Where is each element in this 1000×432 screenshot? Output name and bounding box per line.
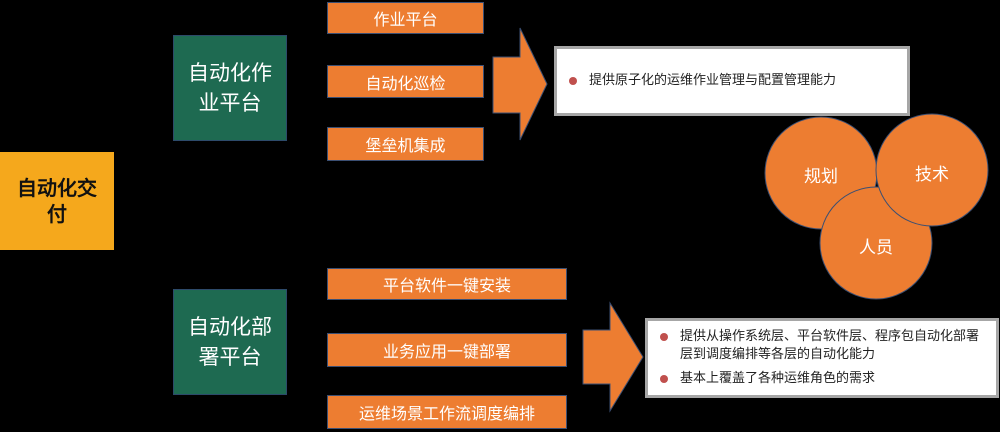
- node-automation-job-platform: 自动化作业平台: [173, 35, 287, 141]
- item-bastion-integration: 堡垒机集成: [327, 127, 484, 161]
- item-auto-inspection: 自动化巡检: [327, 65, 484, 98]
- circle-technology: [875, 113, 989, 227]
- bullet-dot-icon: [569, 77, 577, 85]
- bullet-dot-icon: [660, 333, 668, 341]
- description-bullet: 基本上覆盖了各种运维角色的需求: [648, 370, 996, 388]
- description-bullet: 提供从操作系统层、平台软件层、程序包自动化部署层到调度编排等各层的自动化能力: [648, 328, 996, 364]
- arrow-right-icon: [582, 301, 644, 413]
- description-text: 提供从操作系统层、平台软件层、程序包自动化部署层到调度编排等各层的自动化能力: [680, 329, 980, 362]
- description-bullet: 提供原子化的运维作业管理与配置管理能力: [557, 72, 836, 90]
- role-planning-label: 规划: [804, 167, 838, 187]
- item-workflow-orchestration: 运维场景工作流调度编排: [327, 395, 567, 429]
- root-node-automated-delivery: 自动化交付: [0, 152, 114, 250]
- bullet-dot-icon: [660, 375, 668, 383]
- role-technology-label: 技术: [915, 165, 949, 185]
- role-people-label: 人员: [859, 238, 893, 258]
- item-one-click-deploy: 业务应用一键部署: [327, 333, 567, 367]
- description-text: 提供原子化的运维作业管理与配置管理能力: [589, 73, 837, 88]
- description-box-job-platform: 提供原子化的运维作业管理与配置管理能力: [554, 46, 910, 116]
- arrow-right-icon: [492, 27, 548, 141]
- node-automation-deploy-platform: 自动化部署平台: [173, 289, 287, 395]
- description-text: 基本上覆盖了各种运维角色的需求: [680, 371, 876, 386]
- description-box-deploy-platform: 提供从操作系统层、平台软件层、程序包自动化部署层到调度编排等各层的自动化能力 基…: [645, 318, 999, 398]
- item-one-click-install: 平台软件一键安装: [327, 268, 567, 300]
- item-job-platform: 作业平台: [327, 2, 484, 34]
